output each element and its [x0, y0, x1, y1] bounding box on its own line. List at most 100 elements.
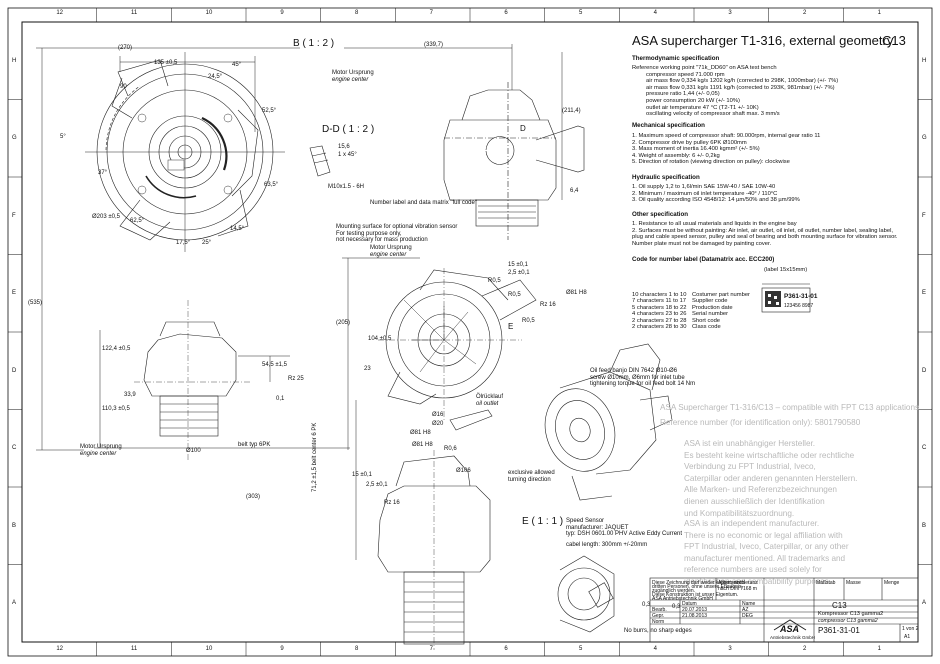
- dim-r05-b: R0,5: [508, 292, 521, 298]
- tb-name1: AZ: [742, 607, 749, 613]
- dim-5: 5°: [60, 134, 66, 140]
- dim-flatness: 0,1: [276, 396, 285, 402]
- watermark-en-line: There is no economic or legal affiliatio…: [684, 530, 843, 540]
- view-e-sensor: [557, 555, 615, 633]
- hyd-line: 2. Minimum / maximum oil inlet temperatu…: [632, 190, 778, 197]
- row-ruler: [8, 99, 932, 565]
- grid-row-label: A: [12, 600, 17, 607]
- tb-desc1: Kompressor C13 gamma2: [818, 611, 884, 617]
- dd-thread-section: [309, 145, 331, 177]
- grid-row-label: E: [12, 290, 17, 297]
- dim-135: 135 ±0,5: [154, 60, 178, 66]
- grid-column-label: 10: [205, 9, 213, 16]
- title-code: C13: [882, 33, 906, 48]
- mech-line: 5. Direction of rotation (viewing direct…: [632, 159, 790, 166]
- grid-column-label: 6: [504, 9, 508, 16]
- belt-note: belt typ 6PK: [238, 442, 271, 448]
- label-row-chars: 5 characters 18 to 22: [632, 304, 687, 311]
- view-b-title: B ( 1 : 2 ): [293, 38, 335, 49]
- other-line: 2. Surfaces must be without painting: Ai…: [632, 227, 894, 234]
- dim-52-5: 52,5°: [262, 108, 277, 114]
- grid-column-label: 5: [579, 9, 583, 16]
- chamfer-note: 1 x 45°: [338, 152, 357, 158]
- dim-0-3-b: 0,3: [672, 604, 681, 610]
- tb-masse: Masse: [846, 580, 861, 586]
- title-note-line: zugänglich werden.: [652, 588, 696, 594]
- dim-100: Ø100: [186, 448, 201, 454]
- tb-company: Antriebstechnik GmbH: [770, 635, 816, 640]
- other-line: plug and cable speed sensor, pulley and …: [632, 234, 898, 241]
- grid-row-label: E: [922, 290, 927, 297]
- watermark-de-line: ASA ist ein unabhängiger Hersteller.: [684, 439, 816, 448]
- dim-r05-c: R0,5: [522, 318, 535, 324]
- hyd-line: 3. Oil quality according ISO 4548/12: 14…: [632, 197, 800, 204]
- label-row-chars: 2 characters 27 to 28: [632, 317, 687, 324]
- burrs-note: No burrs, no sharp edges: [624, 628, 692, 634]
- tb-sheet: 1 von 2: [902, 626, 919, 632]
- grid-row-label: G: [12, 135, 17, 142]
- cable-note: cabel length: 300mm +/-20mm: [566, 542, 648, 548]
- view-dd-title: D-D ( 1 : 2 ): [322, 124, 375, 135]
- label-row-desc: Class code: [692, 324, 721, 330]
- grid-column-label: 12: [56, 9, 64, 16]
- grid-row-label: H: [12, 57, 17, 64]
- column-ruler: [96, 8, 844, 656]
- motor-origin-3: Motor Ursprung: [80, 444, 122, 450]
- title-logo-graphic: [773, 619, 807, 631]
- speed-sensor-line: typ: DSH 0601.00 PHV Active Eddy Current: [566, 531, 683, 538]
- dim-62-5: 62,5°: [130, 218, 145, 224]
- grid-row-label: D: [922, 367, 927, 374]
- grid-column-label: 4: [653, 9, 657, 16]
- tb-format: A1: [904, 634, 911, 640]
- tb-part: C13: [832, 601, 847, 610]
- watermark-en-line: ASA is an independent manufacturer.: [684, 519, 820, 528]
- tb-date2: 21.08.2013: [682, 613, 708, 619]
- title-block: [649, 577, 919, 643]
- view-angled: [342, 257, 537, 450]
- label-row-chars: 7 characters 11 to 17: [632, 298, 687, 305]
- grid-row-label: H: [922, 57, 927, 64]
- mech-line: 2. Compressor drive by pulley 6PK Ø100mm: [632, 139, 747, 146]
- oil-feed-line: tightening torque for oil feed bolt 14 N…: [590, 381, 696, 388]
- watermark-de-line: Es besteht keine wirtschaftliche oder re…: [684, 450, 855, 460]
- tb-masstab: Maßstab: [816, 580, 836, 586]
- grid-row-label: D: [12, 367, 17, 374]
- grid-column-label: 7: [429, 645, 433, 652]
- dim-205: (205): [336, 320, 351, 326]
- watermark-en-line: FPT Industrial, Iveco, Caterpillar, or a…: [684, 542, 849, 552]
- oil-feed-line: screw Ø10mm, Ø6mm for inlet tube: [590, 374, 685, 381]
- watermark-en-line: manufacturer mentioned. All trademarks a…: [684, 553, 846, 563]
- tb-desc2: compressor C13 gamma2: [818, 618, 878, 624]
- grid-column-label: 1: [877, 9, 881, 16]
- dim-33-9: 33,9: [124, 392, 136, 398]
- dim-20: Ø20: [432, 421, 444, 427]
- speed-sensor-line: manufacturer: JAQUET: [566, 524, 629, 531]
- grid-row-label: F: [922, 212, 926, 219]
- thermo-line: compressor speed 71.000 rpm: [646, 71, 725, 78]
- motor-origin-1: Motor Ursprung: [332, 70, 374, 76]
- dim-81-h8-d: Ø81 H8: [412, 442, 433, 448]
- watermark-en-line: identification and compatibility purpose…: [684, 577, 832, 586]
- label-row-desc: Supplier code: [692, 298, 728, 305]
- grid-column-label: 8: [355, 9, 359, 16]
- dim-104: 104 ±0,5: [368, 336, 392, 342]
- thermo-line: air mass flow 0,331 kg/s 1191 kg/h (corr…: [646, 84, 835, 91]
- thermo-line: oscillating velocity of compressor shaft…: [646, 111, 780, 118]
- label-row-desc: Serial number: [692, 311, 729, 318]
- label-row-desc: Costumer part number: [692, 292, 750, 298]
- hyd-line: 1. Oil supply 1,2 to 1,6l/min SAE 15W-40…: [632, 184, 776, 190]
- detail-marker-e: E: [508, 322, 514, 331]
- dim-r06: R0,6: [444, 446, 457, 452]
- motor-origin-3-en: engine center: [80, 451, 117, 457]
- grid-row-label: F: [12, 212, 16, 219]
- grid-column-label: 3: [728, 645, 732, 652]
- dim-535: (535): [28, 300, 43, 306]
- motor-origin-1-en: engine center: [332, 77, 369, 83]
- watermark-de-line: Verbindung zu FPT Industrial, Iveco,: [684, 462, 816, 472]
- tb-name: Name: [742, 601, 756, 607]
- grid-row-label: B: [922, 522, 927, 529]
- dim-r05: R0,5: [488, 278, 501, 284]
- watermark-line1: ASA Supercharger T1-316/C13 – compatible…: [660, 403, 920, 412]
- view-isometric: [544, 343, 673, 501]
